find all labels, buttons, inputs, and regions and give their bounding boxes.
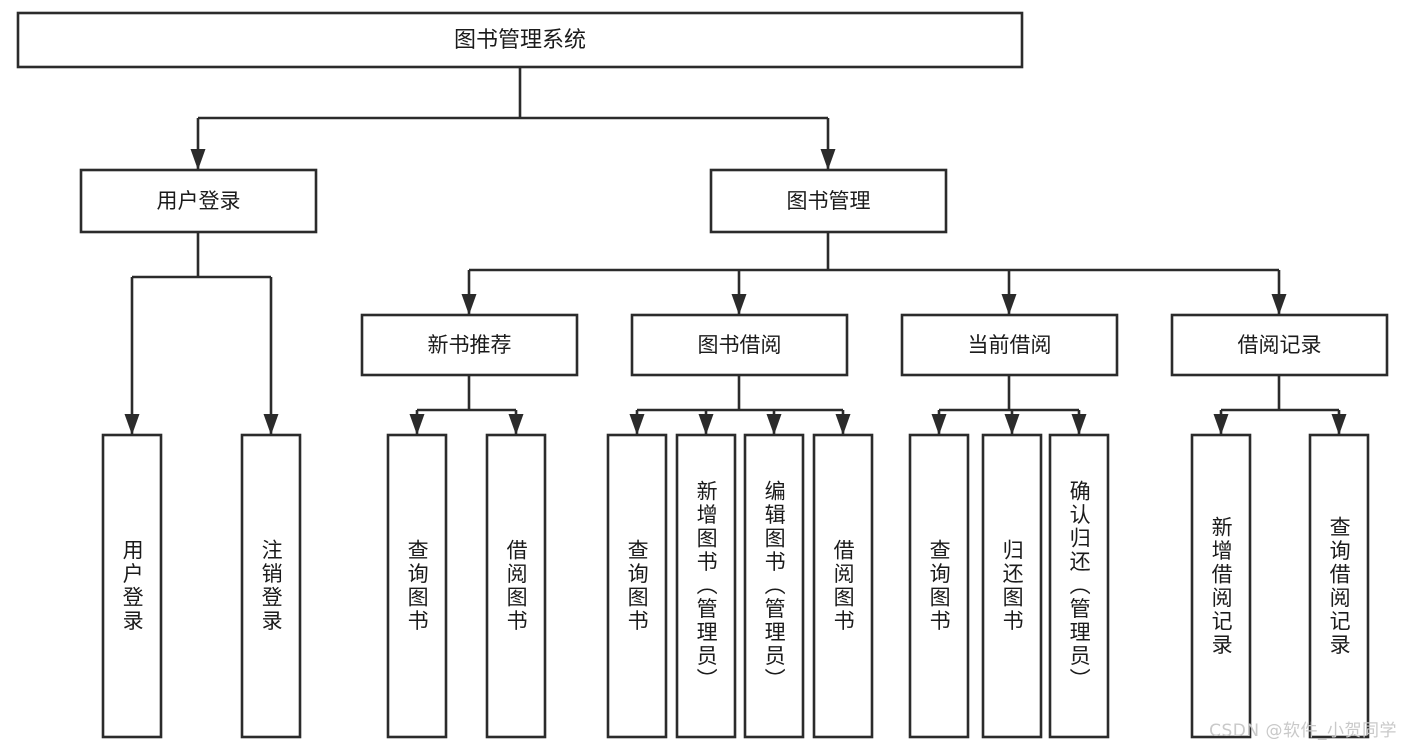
leaf-return-book-box[interactable] <box>981 433 1043 739</box>
user-login-label: 用户登录 <box>157 189 241 213</box>
arrow-head-icon <box>409 414 425 435</box>
connector-layer <box>124 67 1347 435</box>
leaf-confirm-return-admin-box[interactable] <box>1048 433 1110 739</box>
leaf-user-login-box[interactable] <box>101 433 163 739</box>
arrow-head-icon <box>124 414 140 435</box>
borrow-record-box[interactable] <box>1170 313 1389 377</box>
borrow-record-label: 借阅记录 <box>1238 333 1322 357</box>
arrow-head-icon <box>1213 414 1229 435</box>
leaf-add-borrow-record-box[interactable] <box>1190 433 1252 739</box>
new-book-recommend-box[interactable] <box>360 313 579 377</box>
arrow-head-icon <box>931 414 947 435</box>
leaf-query-book-1-box[interactable] <box>386 433 448 739</box>
arrow-head-icon <box>820 149 836 170</box>
book-borrow-box[interactable] <box>630 313 849 377</box>
leaf-borrow-book-2-box[interactable] <box>812 433 874 739</box>
leaf-query-borrow-record-box[interactable] <box>1308 433 1370 739</box>
arrow-head-icon <box>1071 414 1087 435</box>
arrow-head-icon <box>731 294 747 315</box>
arrow-head-icon <box>629 414 645 435</box>
arrow-head-icon <box>1004 414 1020 435</box>
leaf-add-book-admin-box[interactable] <box>675 433 737 739</box>
book-borrow-label: 图书借阅 <box>698 333 782 357</box>
node-box-layer <box>16 11 1389 739</box>
root-node-box[interactable] <box>16 11 1024 69</box>
leaf-borrow-book-1-box[interactable] <box>485 433 547 739</box>
leaf-query-book-3-box[interactable] <box>908 433 970 739</box>
root-node-label: 图书管理系统 <box>454 28 586 53</box>
current-borrow-box[interactable] <box>900 313 1119 377</box>
arrow-head-icon <box>263 414 279 435</box>
arrow-head-icon <box>835 414 851 435</box>
arrow-head-icon <box>766 414 782 435</box>
arrow-head-icon <box>508 414 524 435</box>
arrow-head-icon <box>1001 294 1017 315</box>
current-borrow-label: 当前借阅 <box>968 333 1052 357</box>
user-login-box[interactable] <box>79 168 318 234</box>
leaf-logout-login-box[interactable] <box>240 433 302 739</box>
leaf-edit-book-admin-box[interactable] <box>743 433 805 739</box>
arrow-head-icon <box>1331 414 1347 435</box>
arrow-head-icon <box>1271 294 1287 315</box>
arrow-head-icon <box>190 149 206 170</box>
book-manage-box[interactable] <box>709 168 948 234</box>
new-book-recommend-label: 新书推荐 <box>428 333 512 357</box>
arrow-head-icon <box>461 294 477 315</box>
book-manage-label: 图书管理 <box>787 189 871 213</box>
leaf-query-book-2-box[interactable] <box>606 433 668 739</box>
arrow-head-icon <box>698 414 714 435</box>
csdn-watermark: CSDN @软件_小贺同学 <box>1209 721 1397 741</box>
